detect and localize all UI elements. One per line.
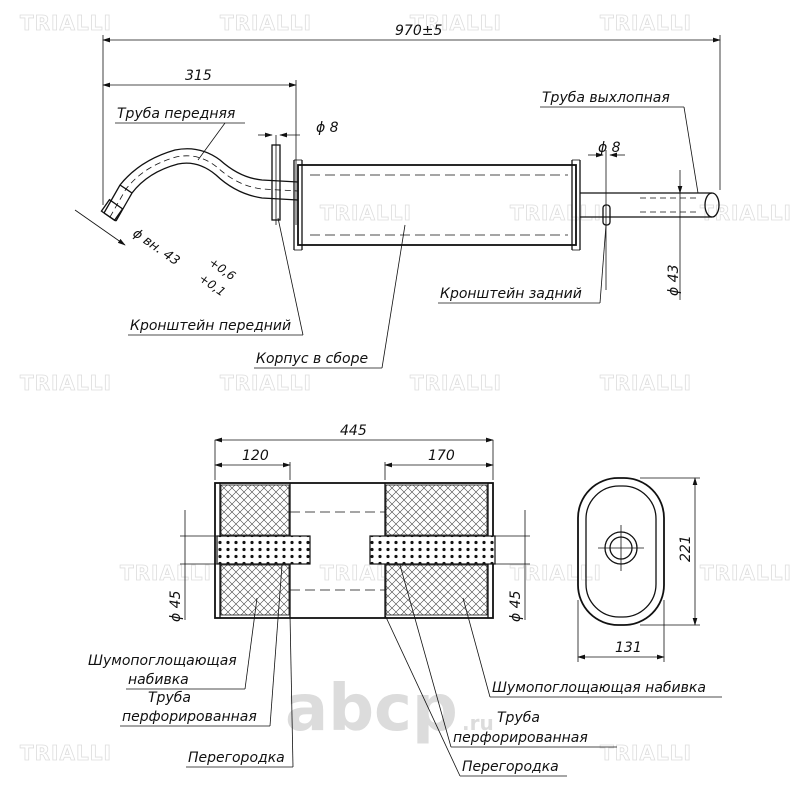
- watermark-text: TRIALLI: [20, 371, 112, 395]
- drawing-stroke: [197, 122, 226, 161]
- perforated-pipe-left: [216, 535, 311, 565]
- drawing-stroke: [277, 217, 304, 336]
- drawing-stroke: [381, 224, 406, 369]
- rear-bracket-dia: ϕ 8: [598, 140, 621, 156]
- label-front-pipe: Труба передняя: [117, 106, 235, 122]
- left-chamber: 120: [242, 448, 269, 464]
- watermark-text: TRIALLI: [410, 11, 502, 35]
- front-bracket-dia: ϕ 8: [316, 120, 339, 136]
- section-view: 445 120 170 ϕ 45 ϕ 45: [88, 423, 722, 777]
- drawing-stroke: [585, 485, 657, 618]
- watermark-text: TRIALLI: [600, 741, 692, 765]
- section-width: 131: [615, 640, 642, 656]
- label-baffle-left: Перегородка: [188, 750, 285, 766]
- drawing-stroke: [289, 614, 294, 768]
- front-pipe: [100, 148, 299, 222]
- watermark-text: TRIALLI: [700, 561, 792, 585]
- label-front-bracket: Кронштейн передний: [130, 318, 291, 334]
- drawing-stroke: [399, 564, 452, 748]
- drawing-stroke: [577, 477, 665, 626]
- label-absorb-left-1: Шумопоглощающая: [88, 653, 237, 669]
- right-chamber: 170: [428, 448, 455, 464]
- drawing-stroke: [384, 614, 461, 777]
- label-exhaust-pipe: Труба выхлопная: [542, 90, 670, 106]
- watermark-text: TRIALLI: [700, 201, 792, 225]
- watermark-text: TRIALLI: [510, 201, 602, 225]
- watermark-text: TRIALLI: [20, 741, 112, 765]
- muffler-body: [293, 159, 581, 251]
- cross-section: 221 131: [577, 477, 700, 662]
- absorb-left-bottom: [220, 564, 290, 616]
- perforated-pipe-right: [369, 535, 496, 565]
- label-perf-right-1: Труба: [497, 710, 540, 726]
- top-view: 970±5 315 ϕ 8: [74, 23, 721, 369]
- drawing-stroke: [599, 224, 607, 304]
- drawing-stroke: [74, 209, 126, 246]
- drawing-stroke: [683, 106, 699, 194]
- drawing-text: abcp: [285, 672, 458, 746]
- watermark-text: TRIALLI: [320, 201, 412, 225]
- watermark-text: TRIALLI: [220, 371, 312, 395]
- watermark-text: TRIALLI: [120, 561, 212, 585]
- label-body-assembly: Корпус в сборе: [256, 351, 368, 367]
- label-absorb-left-2: набивка: [128, 672, 189, 688]
- watermark-text: TRIALLI: [510, 561, 602, 585]
- label-perf-right-2: перфорированная: [453, 730, 588, 746]
- watermark-grid: TRIALLI TRIALLI TRIALLI TRIALLI TRIALLI …: [20, 11, 792, 766]
- outlet-dia: ϕ 43: [666, 265, 682, 297]
- right-pipe-dia: ϕ 45: [508, 590, 524, 622]
- rear-bracket: ϕ 8: [588, 140, 625, 290]
- drawing-stroke: [269, 564, 283, 727]
- watermark-text: TRIALLI: [600, 371, 692, 395]
- absorb-right-bottom: [385, 564, 488, 616]
- watermark-text: TRIALLI: [20, 11, 112, 35]
- drawing-stroke: [462, 597, 491, 698]
- watermark-text: TRIALLI: [600, 11, 692, 35]
- drawing-stroke: [704, 192, 720, 218]
- drawing-stroke: [297, 164, 577, 246]
- inlet-dia: ϕ вн. 43: [130, 226, 183, 269]
- left-pipe-dia: ϕ 45: [168, 590, 184, 622]
- drawing-stroke: [103, 148, 299, 214]
- watermark-text: TRIALLI: [410, 371, 502, 395]
- label-baffle-right: Перегородка: [462, 759, 559, 775]
- label-perf-left-1: Труба: [148, 690, 191, 706]
- drawing-text: .ru: [462, 711, 494, 735]
- drawing-stroke: [115, 162, 299, 222]
- absorb-right-top: [385, 484, 488, 536]
- drawing-stroke: [109, 155, 299, 218]
- drawing-stroke: [602, 204, 611, 226]
- absorb-left-top: [220, 484, 290, 536]
- body-length: 445: [340, 423, 367, 439]
- label-perf-left-2: перфорированная: [122, 709, 257, 725]
- exhaust-pipe: [580, 192, 720, 218]
- overall-length-label: 970±5: [395, 23, 442, 39]
- front-length-label: 315: [185, 68, 212, 84]
- drawing-stroke: [100, 198, 124, 222]
- label-rear-bracket: Кронштейн задний: [440, 286, 582, 302]
- label-absorb-right: Шумопоглощающая набивка: [492, 680, 706, 696]
- section-height: 221: [678, 535, 694, 562]
- front-bracket: ϕ 8: [258, 120, 339, 225]
- drawing-stroke: [244, 597, 258, 690]
- watermark-text: TRIALLI: [220, 11, 312, 35]
